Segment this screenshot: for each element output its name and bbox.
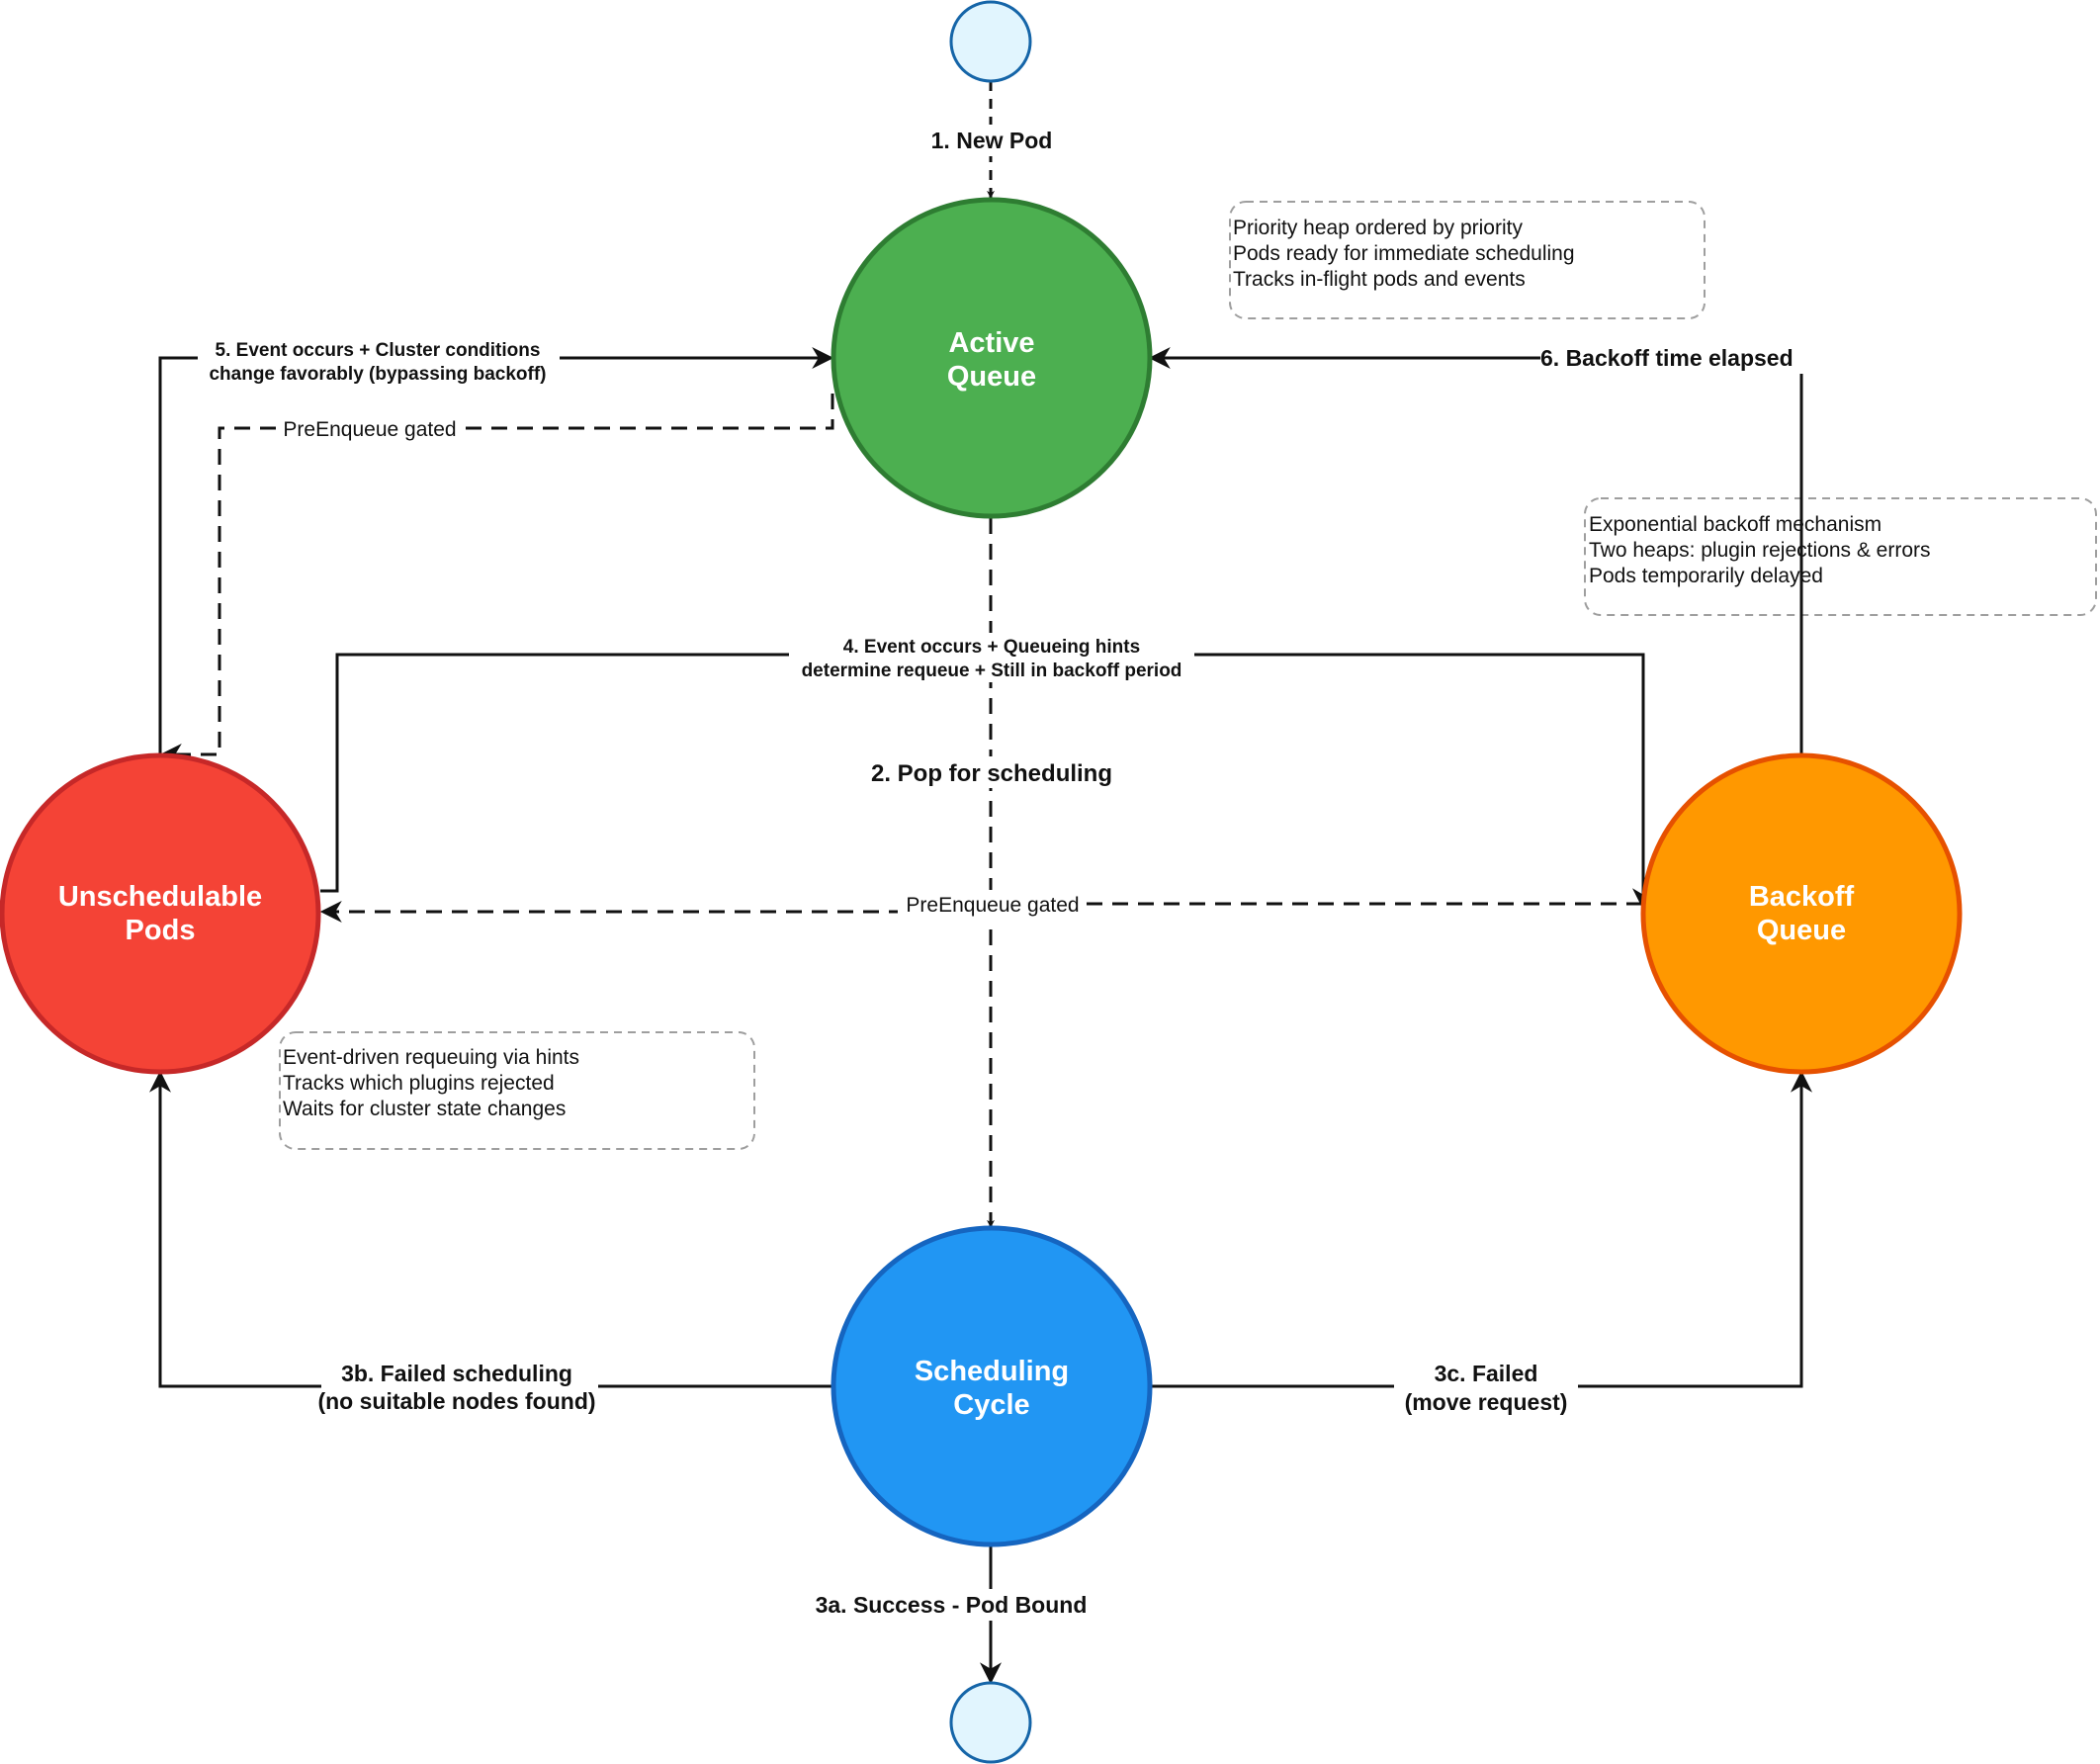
unschedulable-note-line: Waits for cluster state changes bbox=[283, 1098, 566, 1120]
label-bg bbox=[1394, 1359, 1578, 1416]
active-note-line: Pods ready for immediate scheduling bbox=[1233, 242, 1575, 265]
active-queue-note-box bbox=[1229, 201, 1706, 319]
label-new-pod: 1. New Pod bbox=[931, 128, 1053, 153]
scheduling-cycle-circle bbox=[831, 1225, 1153, 1547]
backoff-queue-note-box bbox=[1584, 497, 2097, 616]
backoff-note-line: Pods temporarily delayed bbox=[1589, 565, 1823, 587]
label-failed-move: 3c. Failed bbox=[1435, 1361, 1538, 1386]
active-queue-node: Active Queue bbox=[831, 197, 1153, 519]
label-failed-scheduling: 3b. Failed scheduling bbox=[341, 1361, 572, 1386]
backoff-note-line: Exponential backoff mechanism bbox=[1589, 513, 1881, 536]
scheduling-cycle-label-line2: Cycle bbox=[953, 1389, 1029, 1421]
label-failed-move-detail: (move request) bbox=[1405, 1389, 1568, 1415]
active-note-line: Tracks in-flight pods and events bbox=[1233, 268, 1526, 291]
end-node bbox=[949, 1681, 1032, 1764]
label-bypass-backoff: 5. Event occurs + Cluster conditions bbox=[216, 340, 541, 361]
unschedulable-pods-note: Event-driven requeuing via hints Tracks … bbox=[279, 1031, 755, 1150]
active-queue-note: Priority heap ordered by priority Pods r… bbox=[1229, 201, 1706, 319]
active-note-line: Priority heap ordered by priority bbox=[1233, 217, 1523, 239]
label-bg bbox=[1540, 342, 1809, 374]
scheduling-cycle-node: Scheduling Cycle bbox=[831, 1225, 1153, 1547]
backoff-queue-circle bbox=[1640, 752, 1963, 1075]
unschedulable-pods-note-box bbox=[279, 1031, 755, 1150]
backoff-queue-label: Backoff bbox=[1749, 881, 1855, 913]
label-requeue-hints-detail: determine requeue + Still in backoff per… bbox=[802, 661, 1182, 681]
label-pop-for-scheduling: 2. Pop for scheduling bbox=[871, 760, 1112, 787]
label-bg bbox=[921, 125, 1060, 156]
backoff-note-line: Two heaps: plugin rejections & errors bbox=[1589, 539, 1931, 562]
edge-bypass-backoff bbox=[158, 347, 834, 754]
edge-requeue-to-backoff bbox=[320, 653, 1654, 911]
label-backoff-elapsed: 6. Backoff time elapsed bbox=[1540, 345, 1794, 371]
start-node bbox=[949, 0, 1032, 83]
label-preenqueue-gated-mid: PreEnqueue gated bbox=[906, 894, 1079, 917]
label-failed-scheduling-detail: (no suitable nodes found) bbox=[317, 1388, 595, 1414]
label-bg bbox=[789, 633, 1194, 682]
label-bg bbox=[862, 756, 1119, 788]
label-bg bbox=[321, 1359, 598, 1416]
backoff-queue-note: Exponential backoff mechanism Two heaps:… bbox=[1584, 497, 2097, 616]
unschedulable-pods-label: Unschedulable bbox=[58, 881, 262, 913]
backoff-queue-label-line2: Queue bbox=[1757, 915, 1846, 946]
label-bg bbox=[279, 415, 461, 445]
label-success-pod-bound: 3a. Success - Pod Bound bbox=[816, 1592, 1088, 1618]
edge-failed-scheduling bbox=[149, 1070, 832, 1388]
active-queue-circle bbox=[831, 197, 1153, 519]
label-bg bbox=[803, 1589, 1099, 1621]
label-requeue-hints: 4. Event occurs + Queueing hints bbox=[843, 637, 1140, 658]
label-bg bbox=[198, 336, 560, 386]
unschedulable-pods-label-line2: Pods bbox=[126, 915, 196, 946]
unschedulable-pods-node: Unschedulable Pods bbox=[0, 752, 321, 1075]
scheduling-cycle-label: Scheduling bbox=[915, 1356, 1069, 1387]
label-bypass-backoff-detail: change favorably (bypassing backoff) bbox=[209, 364, 546, 385]
unschedulable-note-line: Tracks which plugins rejected bbox=[283, 1072, 555, 1095]
edge-failed-move-request bbox=[1150, 1070, 1812, 1388]
unschedulable-note-line: Event-driven requeuing via hints bbox=[283, 1046, 579, 1069]
backoff-queue-node: Backoff Queue bbox=[1640, 752, 1963, 1075]
unschedulable-pods-circle bbox=[0, 752, 321, 1075]
label-bg bbox=[898, 890, 1084, 920]
edge-preenqueue-gated-active bbox=[159, 394, 834, 765]
active-queue-label-line2: Queue bbox=[947, 361, 1036, 393]
label-preenqueue-gated-top: PreEnqueue gated bbox=[283, 418, 456, 441]
active-queue-label: Active bbox=[948, 327, 1034, 359]
